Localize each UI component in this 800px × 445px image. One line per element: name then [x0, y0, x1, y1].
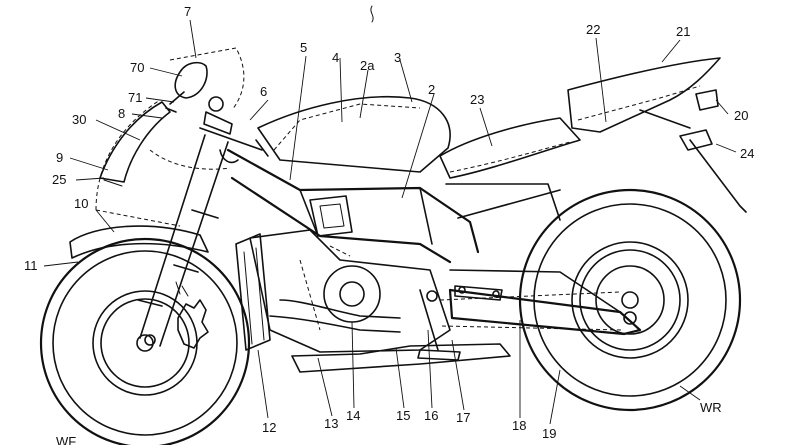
drive-chain — [439, 291, 623, 331]
label-WF: WF — [56, 434, 76, 445]
tail-light — [679, 89, 747, 213]
leader-lines — [43, 19, 737, 425]
label-4: 4 — [332, 50, 339, 65]
front-wheel — [39, 237, 251, 445]
label-24: 24 — [740, 146, 754, 161]
rear-suspension-link — [419, 285, 503, 351]
label-22: 22 — [586, 22, 600, 37]
tail-cowl — [567, 57, 721, 133]
label-5: 5 — [300, 40, 307, 55]
radiator — [235, 233, 271, 351]
label-25: 25 — [52, 172, 66, 187]
fuel-tank — [257, 95, 451, 173]
swing-arm — [426, 269, 642, 336]
front-fork — [137, 134, 229, 347]
label-13: 13 — [324, 416, 338, 431]
foot-step — [417, 349, 461, 361]
label-2a: 2a — [360, 58, 375, 73]
label-14: 14 — [346, 408, 360, 423]
label-30: 30 — [72, 112, 86, 127]
label-12: 12 — [262, 420, 276, 435]
rear-wheel — [518, 188, 742, 412]
exhaust — [269, 299, 511, 373]
label-71: 71 — [128, 90, 142, 105]
windscreen-and-mirror — [165, 47, 245, 113]
front-fender — [69, 225, 209, 259]
label-23: 23 — [470, 92, 484, 107]
label-9: 9 — [56, 150, 63, 165]
label-15: 15 — [396, 408, 410, 423]
label-10: 10 — [74, 196, 88, 211]
label-18: 18 — [512, 418, 526, 433]
label-16: 16 — [424, 408, 438, 423]
label-19: 19 — [542, 426, 556, 441]
main-frame — [226, 148, 561, 264]
front-cowl — [95, 99, 231, 227]
label-WR: WR — [700, 400, 722, 415]
label-6: 6 — [260, 84, 267, 99]
label-3: 3 — [394, 50, 401, 65]
front-brake-caliper — [175, 281, 209, 349]
label-20: 20 — [734, 108, 748, 123]
seat — [439, 117, 581, 179]
label-2: 2 — [428, 82, 435, 97]
handlebar — [199, 96, 269, 164]
label-21: 21 — [676, 24, 690, 39]
label-8: 8 — [118, 106, 125, 121]
label-17: 17 — [456, 410, 470, 425]
label-11: 11 — [24, 258, 38, 273]
label-70: 70 — [130, 60, 144, 75]
label-7: 7 — [184, 4, 191, 19]
reference-numerals: 7 70 71 8 30 9 25 10 11 6 5 4 2a 3 2 22 … — [24, 4, 754, 445]
view-arrow — [370, 5, 374, 23]
